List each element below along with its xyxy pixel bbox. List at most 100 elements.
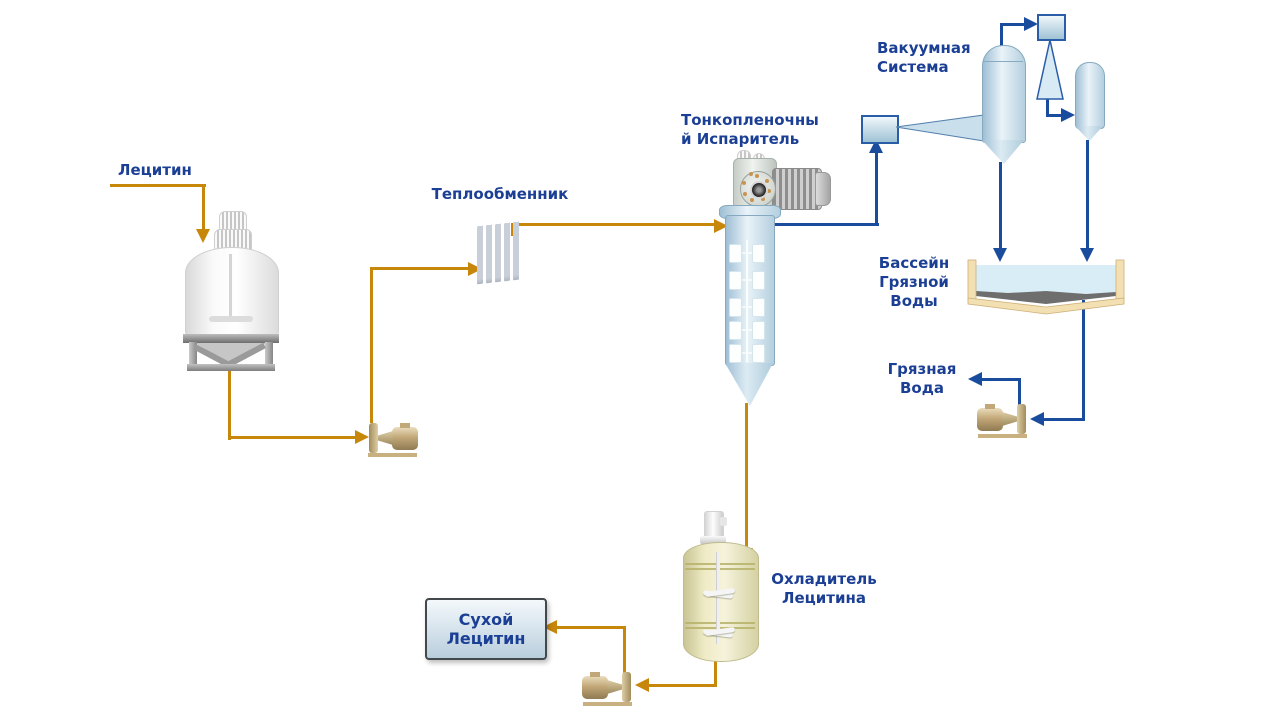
condenser-column <box>982 45 1026 143</box>
dirty-water-pump <box>977 402 1029 440</box>
cooler-band <box>685 622 755 624</box>
line-pump3-discharge-v <box>623 628 626 676</box>
arrow-into-feed-tank <box>196 229 210 243</box>
label-dirty-water-basin: Бассейн Грязной Воды <box>870 254 958 310</box>
rotor-tie <box>740 306 760 308</box>
receiver-vessel <box>1075 62 1105 129</box>
dry-lecithin-line2: Лецитин <box>446 629 526 648</box>
line-lecithin-feed-v <box>202 184 205 232</box>
cooler-motor-tab <box>720 517 727 526</box>
tank-body <box>185 247 279 339</box>
label-basin-line1: Бассейн <box>878 254 950 272</box>
pump-motor <box>582 672 608 699</box>
dry-lecithin-line1: Сухой <box>458 609 514 629</box>
label-cooler-line2: Лецитина <box>782 588 866 607</box>
rotor-blade <box>752 298 765 317</box>
flange-bolts <box>755 174 759 178</box>
cooler-band <box>685 568 755 570</box>
column-cone <box>982 140 1024 164</box>
rotor-blade <box>752 321 765 340</box>
product-pump <box>582 670 634 708</box>
evaporator-body <box>725 215 775 366</box>
pump-motor <box>392 427 418 450</box>
cooler-band <box>685 563 755 565</box>
rotor-blade <box>752 344 765 363</box>
arrow-into-receiver <box>1061 108 1075 122</box>
label-evaporator: Тонкопленочны й Испаритель <box>681 111 819 149</box>
basin-wall-right <box>1115 259 1125 301</box>
receiver-cone <box>1075 126 1103 141</box>
arrow-into-water-pump <box>1030 412 1044 426</box>
tank-agitator-shaft <box>229 254 232 320</box>
line-funnel-out-v <box>1046 98 1049 117</box>
line-cooler-outlet-h <box>649 684 717 687</box>
rotor-blade <box>752 244 765 263</box>
rotor-blade <box>729 244 742 263</box>
rotor-tie <box>740 352 760 354</box>
pump-base <box>978 434 1027 438</box>
basin-sediment <box>976 291 1116 304</box>
rotor-blade <box>729 321 742 340</box>
vacuum-top-box <box>1037 14 1066 41</box>
line-pump1-discharge-h <box>370 267 468 270</box>
ejector-cone-icon <box>895 114 985 142</box>
evaporator-motor <box>772 168 822 210</box>
hx-plate <box>486 220 492 284</box>
tank-foot-bar <box>187 364 275 371</box>
label-evaporator-line2: й Испаритель <box>681 129 800 148</box>
pump-cone <box>607 680 622 694</box>
line-basin-outlet-h <box>1044 418 1085 421</box>
label-vacuum-line2: Система <box>877 57 949 76</box>
dry-lecithin-box: Сухой Лецитин <box>425 598 547 660</box>
line-column-top-h <box>1000 23 1024 26</box>
line-pump1-discharge-v <box>370 270 373 423</box>
basin-floor <box>967 297 1125 315</box>
label-lecithin-cooler: Охладитель Лецитина <box>768 570 880 608</box>
line-tank-outlet-h <box>228 436 355 439</box>
line-hx-outlet-stub <box>511 224 514 236</box>
line-cooler-outlet-v <box>714 656 717 687</box>
hx-plate <box>477 221 483 285</box>
label-vacuum-system: Вакуумная Система <box>877 39 971 77</box>
pump-casing <box>622 672 631 702</box>
tank-leg-left <box>189 342 197 371</box>
tank-leg-right <box>265 342 273 371</box>
hx-plate <box>504 218 510 282</box>
basin-wall-left <box>967 259 977 301</box>
pump-motor <box>977 404 1003 431</box>
rotor-tie <box>740 279 760 281</box>
line-evaporator-bottoms <box>745 403 748 549</box>
arrow-into-feed-pump <box>355 430 369 444</box>
hx-plate <box>495 219 501 283</box>
line-column-top-v <box>1000 26 1003 47</box>
label-dirty-water: Грязная Вода <box>881 360 963 398</box>
line-vapor-v <box>875 152 878 226</box>
cooler-tank <box>683 542 759 662</box>
gearbox-hub <box>750 181 768 199</box>
pump-casing <box>369 423 378 453</box>
line-receiver-drain <box>1086 140 1089 250</box>
line-pump2-discharge-h <box>982 378 1021 381</box>
rotor-blade <box>729 271 742 290</box>
line-pump3-discharge-h <box>557 626 626 629</box>
arrow-column-into-basin <box>993 248 1007 262</box>
line-column-drain <box>999 162 1002 250</box>
pump-casing <box>1017 404 1026 434</box>
arrow-receiver-into-basin <box>1080 248 1094 262</box>
label-lecithin: Лецитин <box>118 161 192 179</box>
tank-agitator-paddle <box>209 316 253 322</box>
rotor-tie <box>740 252 760 254</box>
line-tank-outlet-v <box>228 368 231 440</box>
arrow-dirty-water-out <box>968 372 982 386</box>
arrow-into-product-pump <box>635 678 649 692</box>
cooler-agitator-shaft <box>716 552 720 644</box>
rotor-tie <box>740 329 760 331</box>
pump-cone <box>1002 412 1017 426</box>
label-heat-exchanger: Теплообменник <box>431 185 569 203</box>
feed-pump <box>366 421 418 459</box>
label-dirty-water-line2: Вода <box>900 378 944 397</box>
rotor-blade <box>729 298 742 317</box>
label-basin-line2: Грязной <box>879 272 949 291</box>
barometric-funnel-icon <box>1036 39 1064 100</box>
